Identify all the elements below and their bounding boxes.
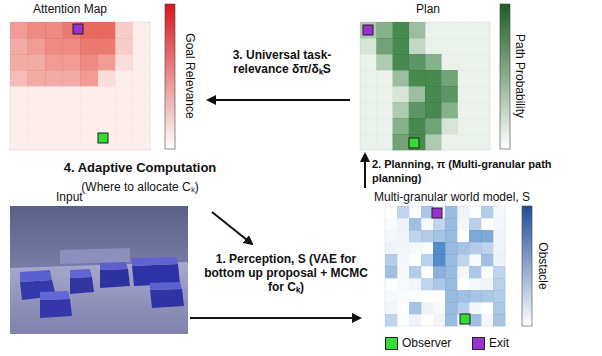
step-label: 4. Adaptive Computation — [40, 160, 240, 175]
colorbar — [522, 206, 532, 326]
panel: Attention Map — [8, 2, 208, 152]
step-arrow — [212, 212, 252, 244]
step-label: 2. Planning, π (Multi-granular path plan… — [372, 157, 587, 185]
plan-heatmap — [360, 22, 490, 150]
observer-marker — [98, 133, 108, 143]
panel: Input — [8, 188, 190, 336]
colorbar-label: Goal Relevance — [183, 33, 197, 118]
colorbar — [165, 4, 175, 149]
colorbar-label: Obstacle — [536, 242, 550, 289]
observer-marker — [409, 138, 419, 148]
world-model-grid — [385, 206, 505, 326]
legend-swatch — [385, 337, 398, 350]
exit-marker — [73, 24, 83, 34]
step-label: (Where to allocate Cₖ) — [40, 178, 240, 195]
panel-title: Input — [56, 190, 83, 204]
legend-text: Exit — [489, 336, 509, 350]
step-label: 3. Universal task-relevance δπ/δₖS — [216, 48, 348, 76]
observer-marker — [460, 314, 470, 324]
panel: Multi-granular world model, S — [360, 188, 560, 328]
panel-title: Attention Map — [33, 2, 107, 16]
exit-marker — [363, 25, 373, 35]
panel-title: Multi-granular world model, S — [374, 190, 530, 204]
step-arrow — [208, 99, 350, 101]
legend-text: Observer — [402, 336, 451, 350]
colorbar — [500, 4, 510, 149]
legend-swatch — [472, 337, 485, 350]
exit-marker — [432, 208, 442, 218]
panel-title: Plan — [416, 2, 440, 16]
attention-heatmap — [10, 22, 150, 150]
panel: Plan — [350, 4, 530, 154]
colorbar-label: Path Probability — [513, 34, 527, 118]
step-arrow — [190, 317, 360, 319]
step-arrow — [364, 154, 366, 188]
input-image — [10, 206, 188, 334]
step-label: 1. Perception, S (VAE for bottom up prop… — [196, 252, 376, 294]
